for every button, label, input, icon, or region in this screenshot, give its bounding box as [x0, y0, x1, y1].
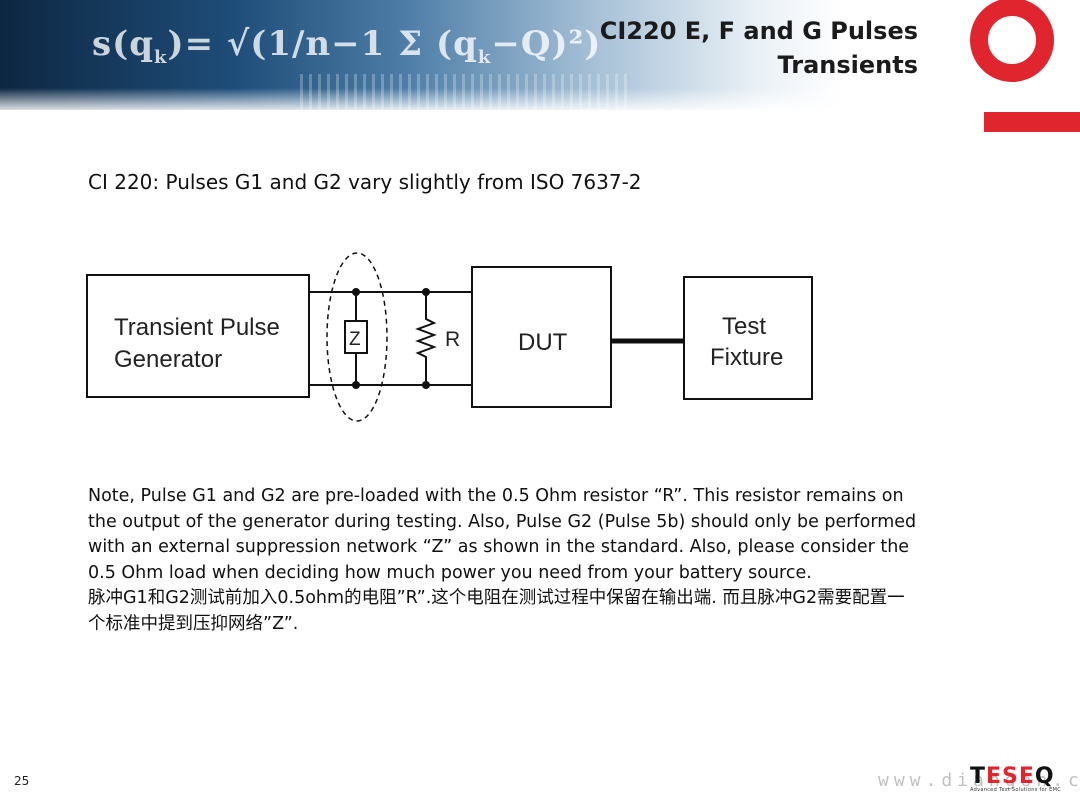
brand-ring-logo [970, 0, 1054, 82]
note-block: Note, Pulse G1 and G2 are pre-loaded wit… [88, 484, 918, 637]
watermark: www.diangon.cn [878, 770, 1080, 791]
z-highlight-ellipse [326, 252, 388, 422]
teseq-logo: TESEQ Advanced Test Solutions for EMC [970, 764, 1062, 793]
generator-box [86, 274, 310, 398]
title-line-1: CI220 E, F and G Pulses [599, 17, 918, 45]
fixture-label-1: Test [722, 313, 766, 340]
note-chinese: 脉冲G1和G2测试前加入0.5ohm的电阻”R”.这个电阻在测试过程中保留在输出… [88, 588, 905, 634]
fixture-box [683, 276, 813, 400]
header-banner: s(qk)= √(1/n−1 Σ (qk−Q)²) [0, 0, 1080, 110]
z-label: Z [349, 329, 361, 350]
r-label: R [445, 328, 460, 351]
logo-tagline: Advanced Test Solutions for EMC [970, 787, 1062, 793]
dut-box [471, 266, 612, 408]
slide-subtitle: CI 220: Pulses G1 and G2 vary slightly f… [88, 170, 642, 194]
banner-formula: s(qk)= √(1/n−1 Σ (qk−Q)²) [92, 24, 602, 68]
slide-title: CI220 E, F and G Pulses Transients [600, 14, 918, 82]
dut-label: DUT [518, 329, 568, 356]
circuit-diagram: Transient Pulse Generator Z R DUT Test F… [86, 252, 813, 422]
generator-label-2: Generator [114, 346, 222, 373]
brand-red-bar [984, 112, 1080, 132]
generator-label-1: Transient Pulse [114, 314, 280, 341]
note-english: Note, Pulse G1 and G2 are pre-loaded wit… [88, 486, 917, 583]
page-number: 25 [14, 774, 30, 788]
fixture-label-2: Fixture [710, 344, 783, 371]
r-resistor [415, 292, 437, 385]
title-line-2: Transients [777, 51, 918, 79]
